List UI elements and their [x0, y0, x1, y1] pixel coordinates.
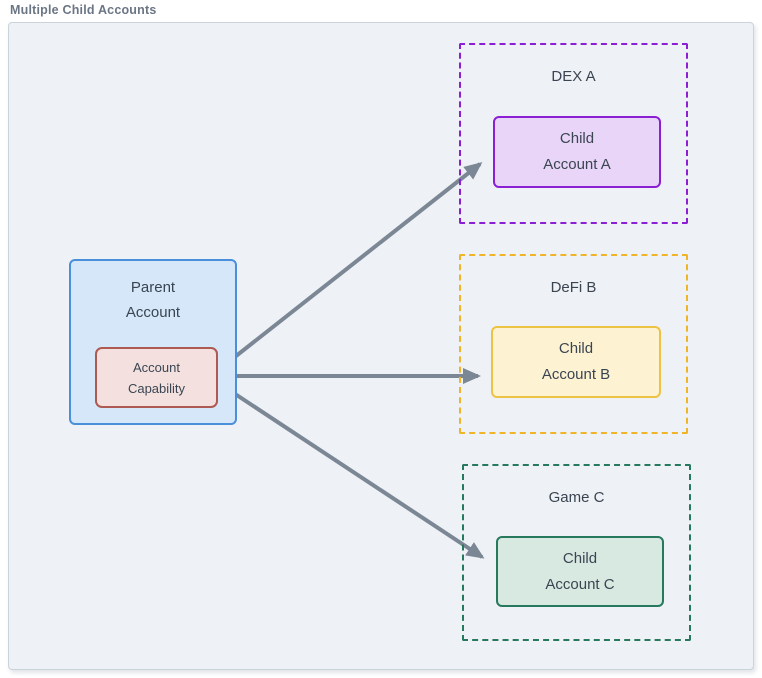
- parent-label-line2: Account: [125, 304, 181, 321]
- child-b-label-line1: Child: [558, 340, 594, 357]
- parent-account-label: Parent Account: [71, 275, 235, 325]
- child-account-b-label: Child Account B: [542, 336, 610, 388]
- diagram-title: Multiple Child Accounts: [10, 3, 157, 17]
- child-account-a-node: Child Account A: [493, 116, 661, 188]
- capability-label-line2: Capability: [127, 380, 186, 396]
- child-account-a-label: Child Account A: [543, 126, 611, 178]
- child-a-label-line1: Child: [559, 130, 595, 147]
- account-capability-node: Account Capability: [95, 347, 218, 408]
- group-defi-b: DeFi B Child Account B: [459, 254, 688, 434]
- child-account-b-node: Child Account B: [491, 326, 661, 398]
- capability-label-line1: Account: [133, 359, 180, 375]
- child-a-label-line2: Account A: [543, 156, 611, 173]
- group-dex-a-title: DEX A: [551, 68, 596, 85]
- account-capability-label: Account Capability: [128, 357, 185, 399]
- child-c-label-line1: Child: [562, 549, 598, 567]
- parent-label-line1: Parent: [130, 279, 176, 296]
- group-game-c: Game C Child Account C: [462, 464, 691, 641]
- arrow-to-child-account-a: [215, 162, 483, 373]
- group-defi-b-title: DeFi B: [550, 279, 597, 296]
- parent-account-node: Parent Account Account Capability: [69, 259, 237, 425]
- group-dex-a: DEX A Child Account A: [459, 43, 688, 224]
- child-account-c-label: Child Account C: [545, 546, 614, 598]
- child-b-label-line2: Account B: [541, 366, 611, 383]
- child-c-label-line2: Account C: [545, 575, 615, 593]
- diagram-canvas: Parent Account Account Capability DEX A …: [8, 22, 754, 670]
- child-account-c-node: Child Account C: [496, 536, 664, 607]
- group-game-c-title: Game C: [548, 489, 605, 506]
- arrow-to-child-account-c: [215, 380, 485, 559]
